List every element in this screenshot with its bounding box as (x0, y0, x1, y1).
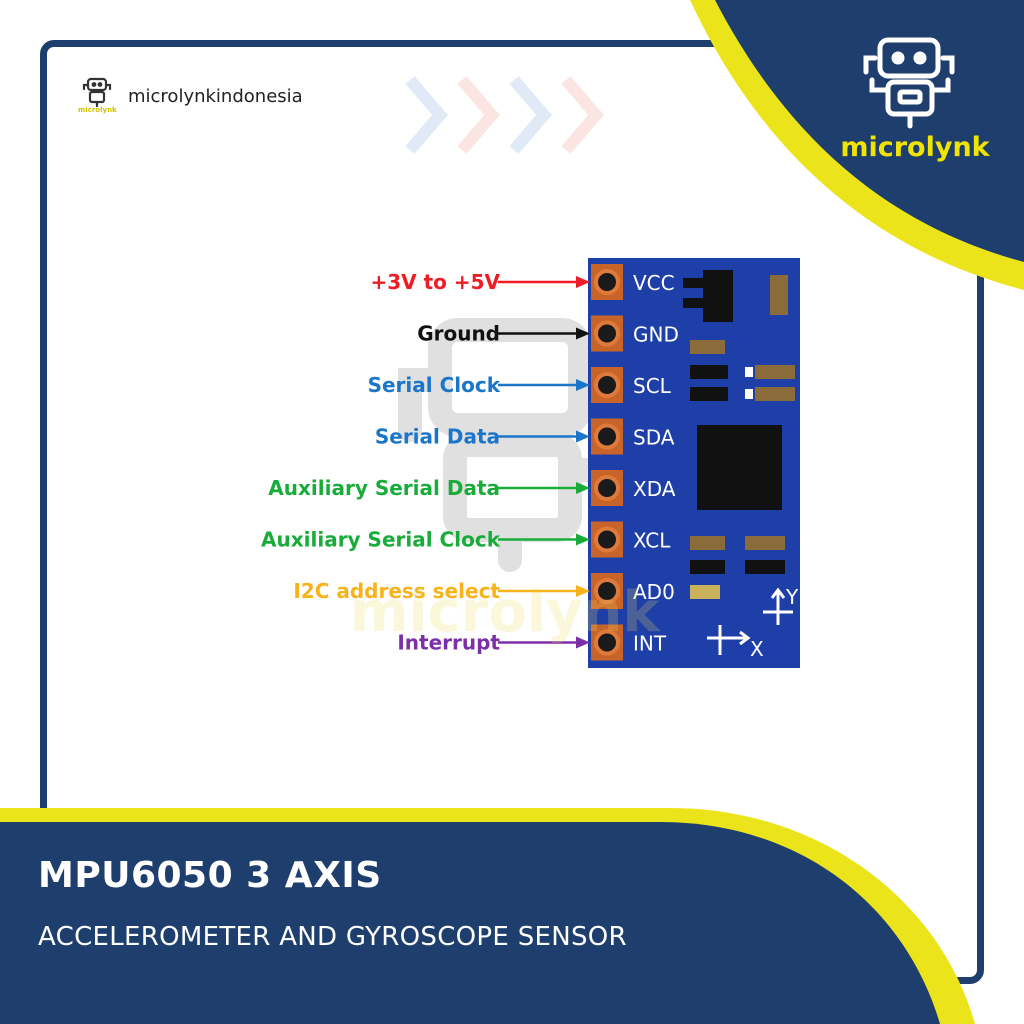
mpu6050-board (588, 258, 800, 668)
pin-name: SDA (633, 426, 675, 450)
pin-name: VCC (633, 271, 675, 295)
pin-hole (594, 578, 620, 604)
pin-row: Serial Data SDA (375, 418, 675, 455)
pin-hole (594, 629, 620, 656)
pin-name: XDA (633, 477, 676, 501)
chevron-watermark (405, 76, 604, 154)
pin-arrow-head-icon (576, 533, 590, 546)
axis-indicator-icon (707, 587, 793, 655)
pin-row: Auxiliary Serial Data XDA (268, 470, 676, 506)
pin-name: AD0 (633, 580, 675, 604)
pin-description: Interrupt (397, 631, 500, 655)
pin-row: Serial Clock SCL (368, 367, 672, 403)
pin-arrow-head-icon (576, 379, 590, 391)
pin-row: +3V to +5V VCC (370, 264, 675, 300)
bottom-navy-band (0, 822, 940, 1024)
pin-arrow-head-icon (576, 482, 590, 494)
pin-hole (594, 269, 620, 295)
account-header: microlynk microlynkindonesia (78, 76, 303, 116)
mini-robot-icon (82, 77, 112, 108)
pin-arrow-head-icon (576, 585, 590, 597)
pin-description: Auxiliary Serial Data (268, 476, 500, 500)
pin-hole (594, 423, 620, 450)
pin-name: INT (633, 632, 667, 656)
pin-arrow-head-icon (576, 276, 590, 288)
pin-hole (594, 475, 620, 501)
pin-description: Auxiliary Serial Clock (261, 528, 501, 552)
pin-description: +3V to +5V (370, 270, 500, 294)
product-title: MPU6050 3 AXIS (38, 855, 382, 896)
pin-hole (594, 526, 620, 553)
pin-description: Serial Data (375, 425, 500, 449)
pin-row: Ground GND (417, 315, 679, 352)
pin-arrow-head-icon (576, 430, 590, 443)
pin-hole (594, 372, 620, 398)
pin-description: Ground (417, 322, 500, 346)
product-subtitle: ACCELEROMETER AND GYROSCOPE SENSOR (38, 922, 627, 952)
pin-row: I2C address select AD0 (293, 573, 675, 609)
pin-name: GND (633, 323, 679, 347)
pin-row: Auxiliary Serial Clock XCL (261, 521, 671, 558)
pin-name: XCL (633, 529, 671, 553)
watermark-text: microlynk (350, 580, 660, 645)
pin-arrow-head-icon (576, 636, 590, 649)
pin-description: Serial Clock (368, 373, 501, 397)
mini-logo-text: microlynk (78, 106, 117, 114)
pin-row: Interrupt INT (397, 624, 667, 661)
pin-arrow-head-icon (576, 327, 590, 340)
corner-logo-text: microlynk (840, 132, 990, 163)
mini-logo: microlynk (78, 76, 117, 116)
account-handle: microlynkindonesia (128, 85, 303, 107)
pin-hole (594, 320, 620, 347)
pin-name: SCL (633, 374, 672, 398)
corner-navy-shape (715, 0, 1024, 262)
pin-description: I2C address select (293, 579, 500, 603)
robot-logo-icon (863, 37, 955, 129)
